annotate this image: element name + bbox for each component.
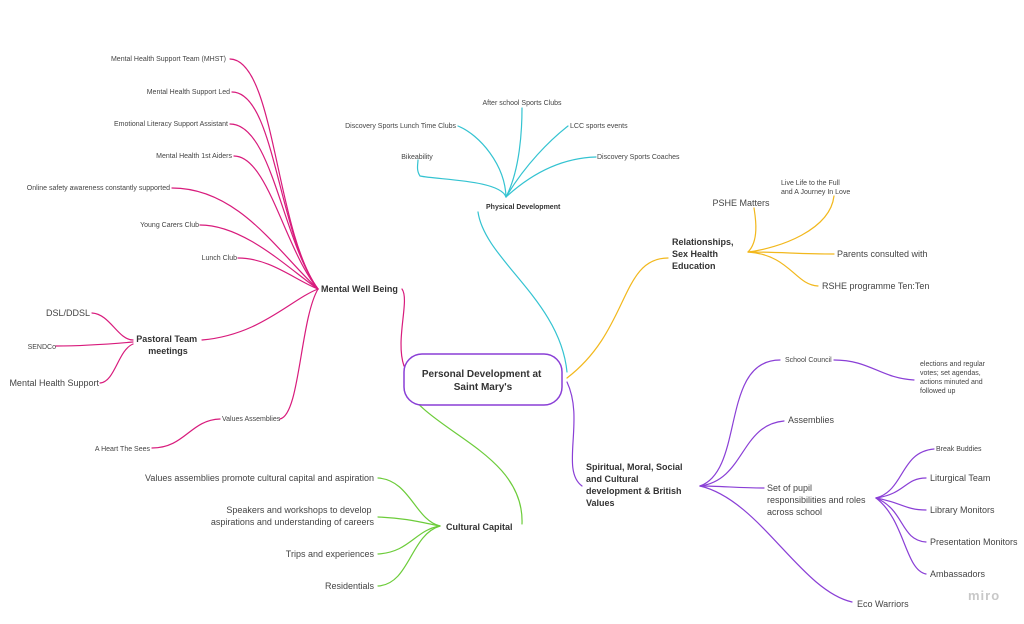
leaf-trips[interactable]: Trips and experiences bbox=[286, 549, 375, 559]
leaf-library-monitors[interactable]: Library Monitors bbox=[930, 505, 995, 515]
leaf-lcc-sports[interactable]: LCC sports events bbox=[570, 123, 628, 130]
center-label: Personal Development at Saint Mary's bbox=[422, 369, 544, 393]
branch-rse[interactable]: Relationships, Sex Health Education bbox=[672, 237, 736, 271]
leaf-young-carers[interactable]: Young Carers Club bbox=[140, 222, 199, 229]
leaf-school-council[interactable]: School Council bbox=[785, 357, 832, 364]
leaf-online-safety[interactable]: Online safety awareness constantly suppo… bbox=[27, 185, 170, 192]
connector-physical bbox=[477, 211, 568, 373]
miro-watermark: miro bbox=[968, 588, 1000, 603]
node-pastoral-team[interactable]: Pastoral Team meetings bbox=[136, 334, 199, 356]
leaf-lunch-club[interactable]: Lunch Club bbox=[202, 255, 238, 262]
connector-smsc bbox=[566, 381, 583, 487]
leaf-heart-that-sees[interactable]: A Heart The Sees bbox=[95, 446, 151, 453]
leaf-break-buddies[interactable]: Break Buddies bbox=[936, 446, 982, 453]
leaf-parents-consulted[interactable]: Parents consulted with bbox=[837, 249, 928, 259]
leaf-discovery-coaches[interactable]: Discovery Sports Coaches bbox=[597, 154, 680, 161]
leaf-council-detail[interactable]: elections and regular votes; set agendas… bbox=[920, 361, 987, 395]
center-node[interactable] bbox=[403, 353, 563, 406]
leaf-ambassadors[interactable]: Ambassadors bbox=[930, 569, 986, 579]
leaf-rshe-tenten[interactable]: RSHE programme Ten:Ten bbox=[822, 281, 929, 291]
leaf-mh-support-led[interactable]: Mental Health Support Led bbox=[147, 89, 230, 96]
leaf-eco-warriors[interactable]: Eco Warriors bbox=[857, 599, 909, 609]
leaf-speakers-workshops[interactable]: Speakers and workshops to develop aspira… bbox=[211, 505, 375, 527]
branch-physical-development[interactable]: Physical Development bbox=[486, 204, 561, 211]
leaf-live-life[interactable]: Live Life to the Full and A Journey In L… bbox=[781, 180, 850, 196]
leaf-assemblies[interactable]: Assemblies bbox=[788, 415, 835, 425]
leaf-values-assemblies[interactable]: Values Assemblies bbox=[222, 416, 281, 423]
connector-rse bbox=[566, 257, 669, 379]
leaf-liturgical-team[interactable]: Liturgical Team bbox=[930, 473, 990, 483]
branch-smsc[interactable]: Spiritual, Moral, Social and Cultural de… bbox=[586, 462, 685, 508]
leaf-values-cultural[interactable]: Values assemblies promote cultural capit… bbox=[145, 473, 374, 483]
leaf-mh-support[interactable]: Mental Health Support bbox=[9, 378, 99, 388]
branch-cultural-capital[interactable]: Cultural Capital bbox=[446, 522, 513, 532]
leaf-discovery-lunch[interactable]: Discovery Sports Lunch Time Clubs bbox=[345, 123, 456, 130]
leaf-pshe-matters[interactable]: PSHE Matters bbox=[712, 198, 770, 208]
leaf-sendco[interactable]: SENDCo bbox=[28, 344, 57, 351]
leaf-after-school-sports[interactable]: After school Sports Clubs bbox=[483, 100, 562, 107]
leaf-presentation-monitors[interactable]: Presentation Monitors bbox=[930, 537, 1018, 547]
leaf-elsa[interactable]: Emotional Literacy Support Assistant bbox=[114, 121, 228, 128]
leaf-bikeability[interactable]: Bikeability bbox=[401, 154, 433, 161]
leaf-residentials[interactable]: Residentials bbox=[325, 581, 375, 591]
leaf-mhst[interactable]: Mental Health Support Team (MHST) bbox=[111, 56, 226, 63]
connector-mental bbox=[400, 288, 406, 367]
leaf-dsl[interactable]: DSL/DDSL bbox=[46, 308, 90, 318]
leaf-mh-first-aiders[interactable]: Mental Health 1st Aiders bbox=[156, 153, 232, 160]
node-pupil-roles[interactable]: Set of pupil responsibilities and roles … bbox=[767, 483, 868, 517]
branch-mental-well-being[interactable]: Mental Well Being bbox=[321, 284, 398, 294]
